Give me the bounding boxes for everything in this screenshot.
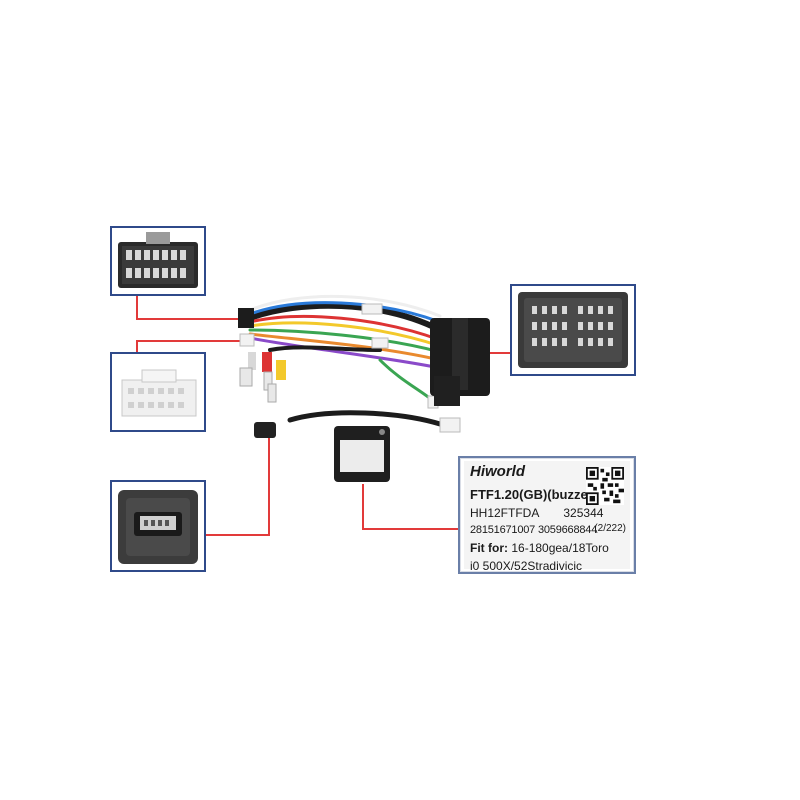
usb-port-image: [118, 490, 198, 564]
callout-line-label-v: [362, 484, 364, 530]
callout-line-bottom-left-v: [268, 436, 270, 536]
qr-code-icon: [586, 467, 624, 505]
inset-frame-usb-port: [110, 480, 206, 572]
label-fit-prefix: Fit for:: [470, 541, 508, 555]
callout-line-mid-left-h: [136, 340, 240, 342]
label-serial: 28151671007 3059668844: [470, 524, 598, 536]
inset-frame-white-connector: [110, 352, 206, 432]
callout-line-bottom-left-h: [206, 534, 270, 536]
label-fit-for: Fit for: 16-180gea/18Toro: [470, 541, 609, 555]
product-label-card: Hiworld FTF1.20(GB)(buzzer) HH12FTFDA 32…: [458, 456, 636, 574]
inset-frame-vehicle-connector: [510, 284, 636, 376]
inset-frame-iso-connector: [110, 226, 206, 296]
callout-line-label-h: [362, 528, 458, 530]
label-code-value: HH12FTFDA: [470, 506, 539, 520]
label-models: i0 500X/52Stradivicic: [470, 559, 583, 573]
iso-connector-image: [118, 232, 198, 288]
product-label: Hiworld FTF1.20(GB)(buzzer) HH12FTFDA 32…: [464, 461, 630, 573]
label-fit-value: 16-180gea/18Toro: [511, 541, 609, 555]
label-brand: Hiworld: [470, 463, 525, 480]
vehicle-connector-image: [518, 292, 628, 368]
white-connector-image: [121, 369, 197, 417]
callout-line-top-left: [136, 318, 240, 320]
label-count: (2/222): [594, 523, 626, 534]
label-batch: 325344: [563, 506, 604, 520]
callout-line-mid-left: [136, 340, 138, 356]
callout-line-top-left-v: [136, 296, 138, 320]
label-model: FTF1.20(GB)(buzzer): [470, 487, 598, 502]
callout-line-right: [488, 352, 510, 354]
label-code: HH12FTFDA 325344: [470, 506, 603, 520]
